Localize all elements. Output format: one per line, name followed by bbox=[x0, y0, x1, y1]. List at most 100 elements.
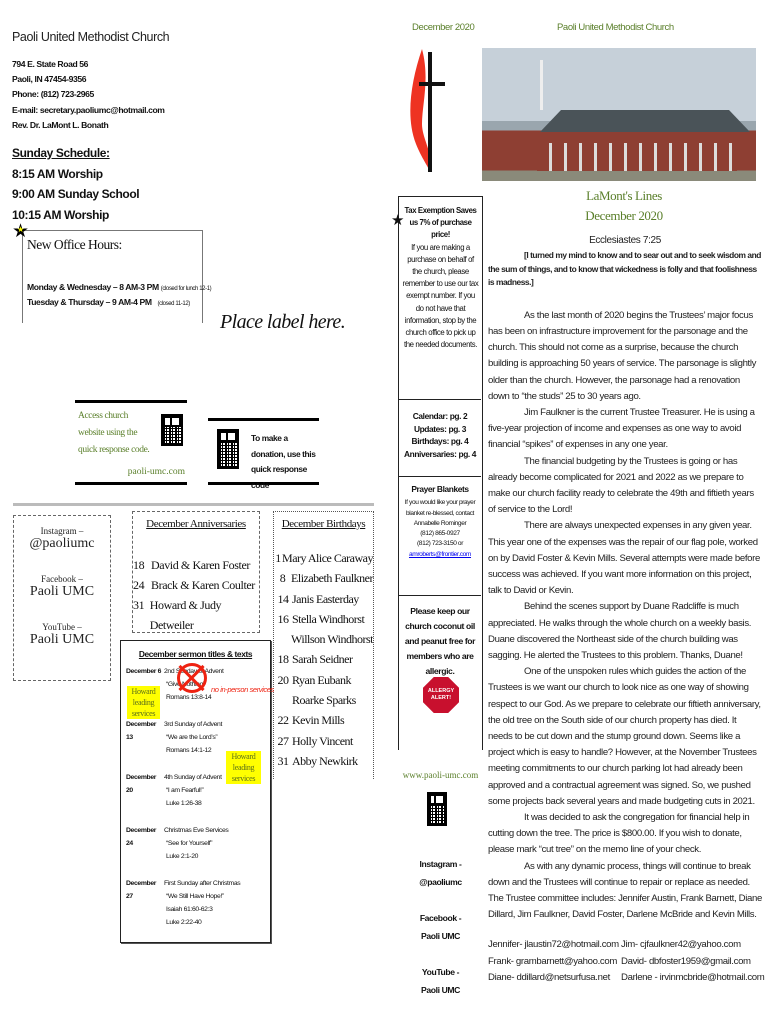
sunday-schedule: Sunday Schedule: 8:15 AM Worship 9:00 AM… bbox=[12, 143, 140, 225]
website-qr-box: Access church website using the quick re… bbox=[75, 400, 187, 485]
sermon-date: December 6 bbox=[126, 668, 162, 675]
article-paragraph: Behind the scenes support by Duane Radcl… bbox=[488, 601, 752, 661]
social-label: Facebook – bbox=[41, 574, 83, 584]
donation-qr-code[interactable] bbox=[217, 429, 239, 469]
contact-email[interactable]: Frank- grambarnett@yahoo.com bbox=[488, 955, 617, 967]
article-body: Ecclesiastes 7:25 [I turned my mind to k… bbox=[488, 233, 765, 986]
article-date: December 2020 bbox=[585, 208, 663, 223]
office-hours-line: Monday & Wednesday – 8 AM-3 PM bbox=[27, 282, 159, 292]
article-paragraph: Jim Faulkner is the current Trustee Trea… bbox=[488, 406, 755, 451]
star-icon: ★★ bbox=[12, 221, 30, 242]
address-line: 794 E. State Road 56 bbox=[12, 59, 89, 69]
sermon-line: Luke 1:26-38 bbox=[166, 800, 202, 807]
sermon-date: December 20 bbox=[126, 774, 157, 794]
issue-date: December 2020 bbox=[412, 22, 475, 33]
divider bbox=[13, 503, 374, 506]
sermon-details: First Sunday after Christmas“We Still Ha… bbox=[164, 877, 241, 929]
birthday-day: 18 bbox=[277, 652, 290, 667]
contact-email[interactable]: Diane- ddillard@netsurfusa.net bbox=[488, 971, 610, 983]
contact-email[interactable]: Jim- cjfaulkner42@yahoo.com bbox=[621, 939, 741, 951]
birthday-day: 22 bbox=[277, 713, 290, 728]
sermon-line: “We are the Lord’s” bbox=[166, 734, 218, 741]
contact-email[interactable]: Darlene - irvinmcbride@hotmail.com bbox=[621, 971, 765, 983]
youtube-handle[interactable]: Paoli UMC bbox=[421, 985, 460, 995]
contact-email[interactable]: Jennifer- jlaustin72@hotmail.com bbox=[488, 939, 619, 951]
office-hours-box: New Office Hours: Monday & Wednesday – 8… bbox=[22, 230, 212, 323]
sidebar-website[interactable]: www.paoli-umc.com bbox=[402, 770, 479, 780]
instagram-handle[interactable]: @paoliumc bbox=[29, 536, 95, 551]
social-label: Instagram - bbox=[419, 859, 462, 869]
index-item[interactable]: Calendar: pg. 2 bbox=[412, 411, 468, 421]
birthday-name: Sarah Seidner bbox=[292, 652, 353, 667]
sermon-line: 3rd Sunday of Advent bbox=[164, 721, 222, 728]
index-item[interactable]: Updates: pg. 3 bbox=[413, 423, 467, 434]
facebook-handle[interactable]: Paoli UMC bbox=[29, 584, 95, 599]
prayer-phone: (812) 723-3150 or bbox=[417, 540, 463, 548]
facebook-handle[interactable]: Paoli UMC bbox=[421, 931, 460, 941]
church-photo bbox=[482, 48, 756, 181]
tax-title: Tax Exemption Saves us 7% of purchase pr… bbox=[404, 206, 477, 240]
office-hours-title: New Office Hours: bbox=[27, 237, 122, 252]
sidebar-qr-code[interactable] bbox=[427, 792, 447, 826]
office-hours-note: (closed 11-12) bbox=[157, 300, 191, 307]
birthday-day: 31 bbox=[277, 753, 290, 768]
anniversary-names: David & Karen Foster bbox=[151, 558, 250, 572]
sermon-line: “See for Yourself” bbox=[166, 840, 213, 847]
article-paragraph: One of the unspoken rules which guides t… bbox=[488, 666, 761, 807]
birthday-day: 1 bbox=[275, 551, 281, 565]
sidebar-box: Tax Exemption Saves us 7% of purchase pr… bbox=[391, 196, 483, 750]
tax-body: If you are making a purchase on behalf o… bbox=[402, 242, 479, 350]
address-line: Paoli, IN 47454-9356 bbox=[12, 74, 87, 85]
website-qr-code[interactable] bbox=[161, 414, 183, 446]
article-paragraph: As the last month of 2020 begins the Tru… bbox=[488, 309, 757, 402]
birthday-item: Roarke Sparks bbox=[274, 690, 373, 710]
sermon-details: 3rd Sunday of Advent“We are the Lord’s”R… bbox=[164, 718, 222, 757]
social-label: Facebook - bbox=[419, 913, 462, 923]
anniversaries-title: December Anniversaries bbox=[146, 518, 246, 530]
website-url[interactable]: paoli-umc.com bbox=[127, 467, 185, 477]
sermon-box: December sermon titles & texts December … bbox=[120, 640, 274, 943]
tax-exemption-notice: Tax Exemption Saves us 7% of purchase pr… bbox=[399, 197, 482, 351]
email: E-mail: secretary.paoliumc@hotmail.com bbox=[12, 104, 165, 115]
birthday-day: 27 bbox=[277, 733, 290, 748]
leader-highlight: Howard leading services bbox=[127, 686, 160, 719]
schedule-title: Sunday Schedule: bbox=[12, 146, 110, 160]
instagram-handle[interactable]: @paoliumc bbox=[419, 877, 462, 887]
office-hours-line: Tuesday & Thursday – 9 AM-4 PM bbox=[27, 296, 152, 307]
article-paragraph: The financial budgeting by the Trustees … bbox=[488, 455, 754, 516]
article-paragraph: It was decided to ask the congregation f… bbox=[488, 812, 750, 856]
sermon-line: “I am Fearful!” bbox=[166, 787, 204, 794]
birthday-name: Ryan Eubank bbox=[292, 672, 352, 687]
birthday-name: Holly Vincent bbox=[292, 733, 353, 748]
social-media-box: Instagram – @paoliumc Facebook – Paoli U… bbox=[13, 515, 111, 681]
birthday-day: 20 bbox=[277, 672, 290, 687]
schedule-item: 8:15 AM Worship bbox=[12, 166, 103, 181]
youtube-handle[interactable]: Paoli UMC bbox=[29, 632, 95, 647]
allergy-text: Please keep our church coconut oil and p… bbox=[404, 606, 476, 676]
index-item[interactable]: Anniversaries: pg. 4 bbox=[403, 448, 477, 459]
verse-text: [I turned my mind to know and to sear ou… bbox=[488, 250, 761, 288]
church-name: Paoli United Methodist Church bbox=[12, 30, 170, 44]
birthday-day: 8 bbox=[279, 571, 286, 586]
article-heading: LaMont's Lines December 2020 bbox=[488, 186, 760, 226]
sermon-date: December 13 bbox=[126, 721, 157, 741]
index-item[interactable]: Birthdays: pg. 4 bbox=[411, 436, 469, 446]
contact-email[interactable]: David- dbfoster1959@gmail.com bbox=[621, 955, 751, 967]
birthday-name: Abby Newkirk bbox=[292, 753, 358, 768]
schedule-item: 10:15 AM Worship bbox=[12, 207, 109, 222]
prayer-blankets: Prayer Blankets If you would like your p… bbox=[399, 476, 481, 560]
anniversary-names: Brack & Karen Coulter bbox=[151, 578, 255, 592]
sermon-line: Christmas Eve Services bbox=[164, 827, 229, 834]
prayer-email-link[interactable]: amroberts@frontier.com bbox=[408, 550, 472, 558]
birthday-name: Elizabeth Faulkner bbox=[291, 571, 373, 586]
